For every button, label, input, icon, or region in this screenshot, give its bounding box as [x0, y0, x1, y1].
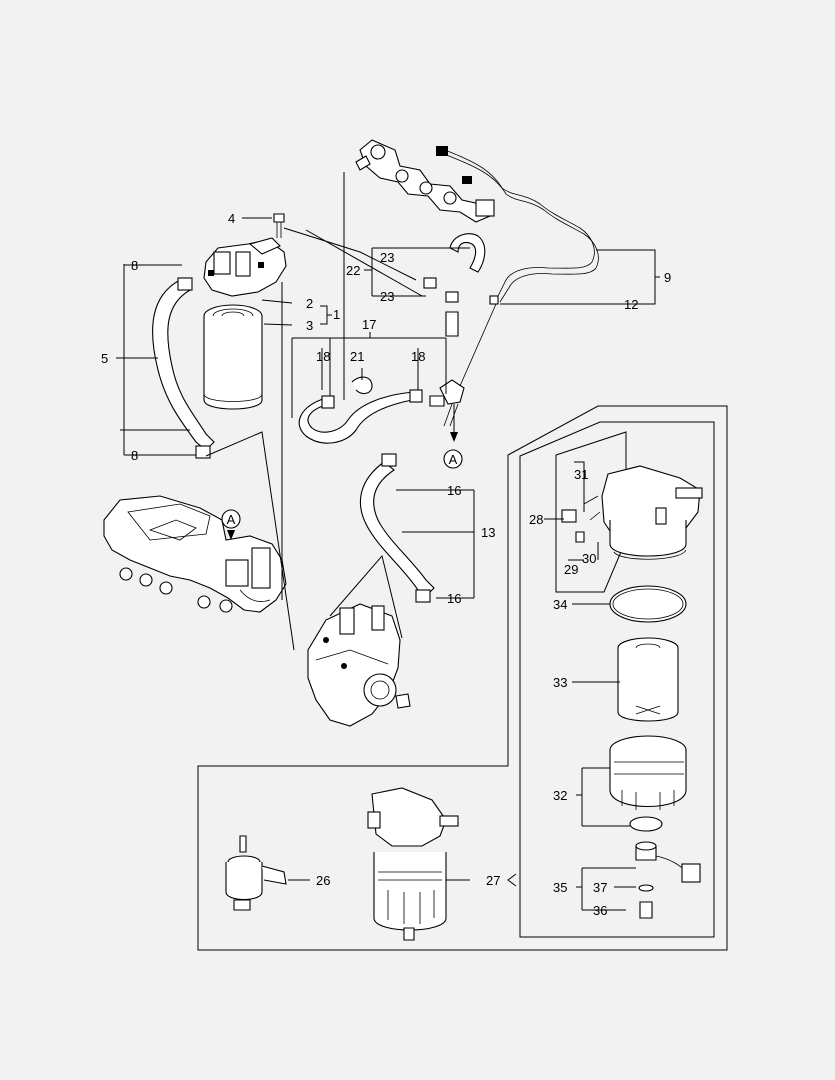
- fitting: [445, 311, 459, 337]
- o-ring-32: [629, 816, 663, 832]
- hose-23: [449, 233, 486, 273]
- callout-12: 12: [624, 297, 638, 312]
- o-ring-37: [638, 884, 654, 892]
- callout-17: 17: [362, 317, 376, 332]
- bolt-4: [273, 213, 285, 238]
- callout-23-lower: 23: [380, 289, 394, 304]
- high-pressure-pump: [307, 603, 411, 727]
- callout-18-right: 18: [411, 349, 425, 364]
- callout-32: 32: [553, 788, 567, 803]
- filter-bowl-32: [609, 735, 687, 810]
- callout-labels: 1 2 3 4 5 8 8 9 12 13 16 16 17 18 18 21 …: [101, 211, 671, 918]
- callout-23-upper: 23: [380, 250, 394, 265]
- callout-16-lower: 16: [447, 591, 461, 606]
- callout-29: 29: [564, 562, 578, 577]
- clamp-16-lower: [415, 589, 431, 603]
- callout-8-upper: 8: [131, 258, 138, 273]
- marker-a-upper: [443, 449, 463, 469]
- callout-21: 21: [350, 349, 364, 364]
- callout-33: 33: [553, 675, 567, 690]
- common-rail: [355, 139, 495, 223]
- filter-assembly-27: [367, 787, 459, 941]
- callout-31: 31: [574, 467, 588, 482]
- filter-head-detail: [561, 465, 703, 560]
- part-26: [225, 835, 287, 911]
- callout-35: 35: [553, 880, 567, 895]
- fuel-filter-head: [203, 237, 287, 297]
- callout-28: 28: [529, 512, 543, 527]
- intake-manifold: [103, 495, 287, 613]
- callout-5: 5: [101, 351, 108, 366]
- callout-1: 1: [333, 307, 340, 322]
- fuel-filter-element: [203, 304, 263, 410]
- water-sensor-35: [635, 841, 701, 919]
- clamp-8-lower: [195, 445, 211, 459]
- callout-26: 26: [316, 873, 330, 888]
- marker-a-lower: [221, 509, 241, 529]
- callout-30: 30: [582, 551, 596, 566]
- callout-13: 13: [481, 525, 495, 540]
- callout-27: 27: [486, 873, 500, 888]
- callout-18-left: 18: [316, 349, 330, 364]
- callout-2: 2: [306, 296, 313, 311]
- detail-frame-inner: [519, 421, 715, 938]
- filter-element-33: [617, 637, 679, 722]
- callout-9: 9: [664, 270, 671, 285]
- callout-4: 4: [228, 211, 235, 226]
- callout-8-lower: 8: [131, 448, 138, 463]
- callout-3: 3: [306, 318, 313, 333]
- detail-box-sensor: [555, 431, 627, 593]
- clamp-23: [423, 277, 437, 289]
- callout-22: 22: [346, 263, 360, 278]
- clamp-16-upper: [381, 453, 397, 467]
- callout-34: 34: [553, 597, 567, 612]
- clamp-18-right: [409, 389, 423, 403]
- callout-16-upper: 16: [447, 483, 461, 498]
- marker-a-upper-text: A: [449, 452, 458, 467]
- marker-a-lower-text: A: [227, 512, 236, 527]
- clamp-18-left: [321, 395, 335, 409]
- callout-37: 37: [593, 880, 607, 895]
- leader-lines: [116, 172, 660, 911]
- clip-21: [351, 376, 373, 395]
- connector-12: [489, 295, 499, 305]
- o-ring-34: [609, 585, 687, 623]
- drain-36: [639, 901, 653, 919]
- callout-36: 36: [593, 903, 607, 918]
- clamp-8-upper: [177, 277, 193, 291]
- detail-frame-outer: [197, 405, 728, 951]
